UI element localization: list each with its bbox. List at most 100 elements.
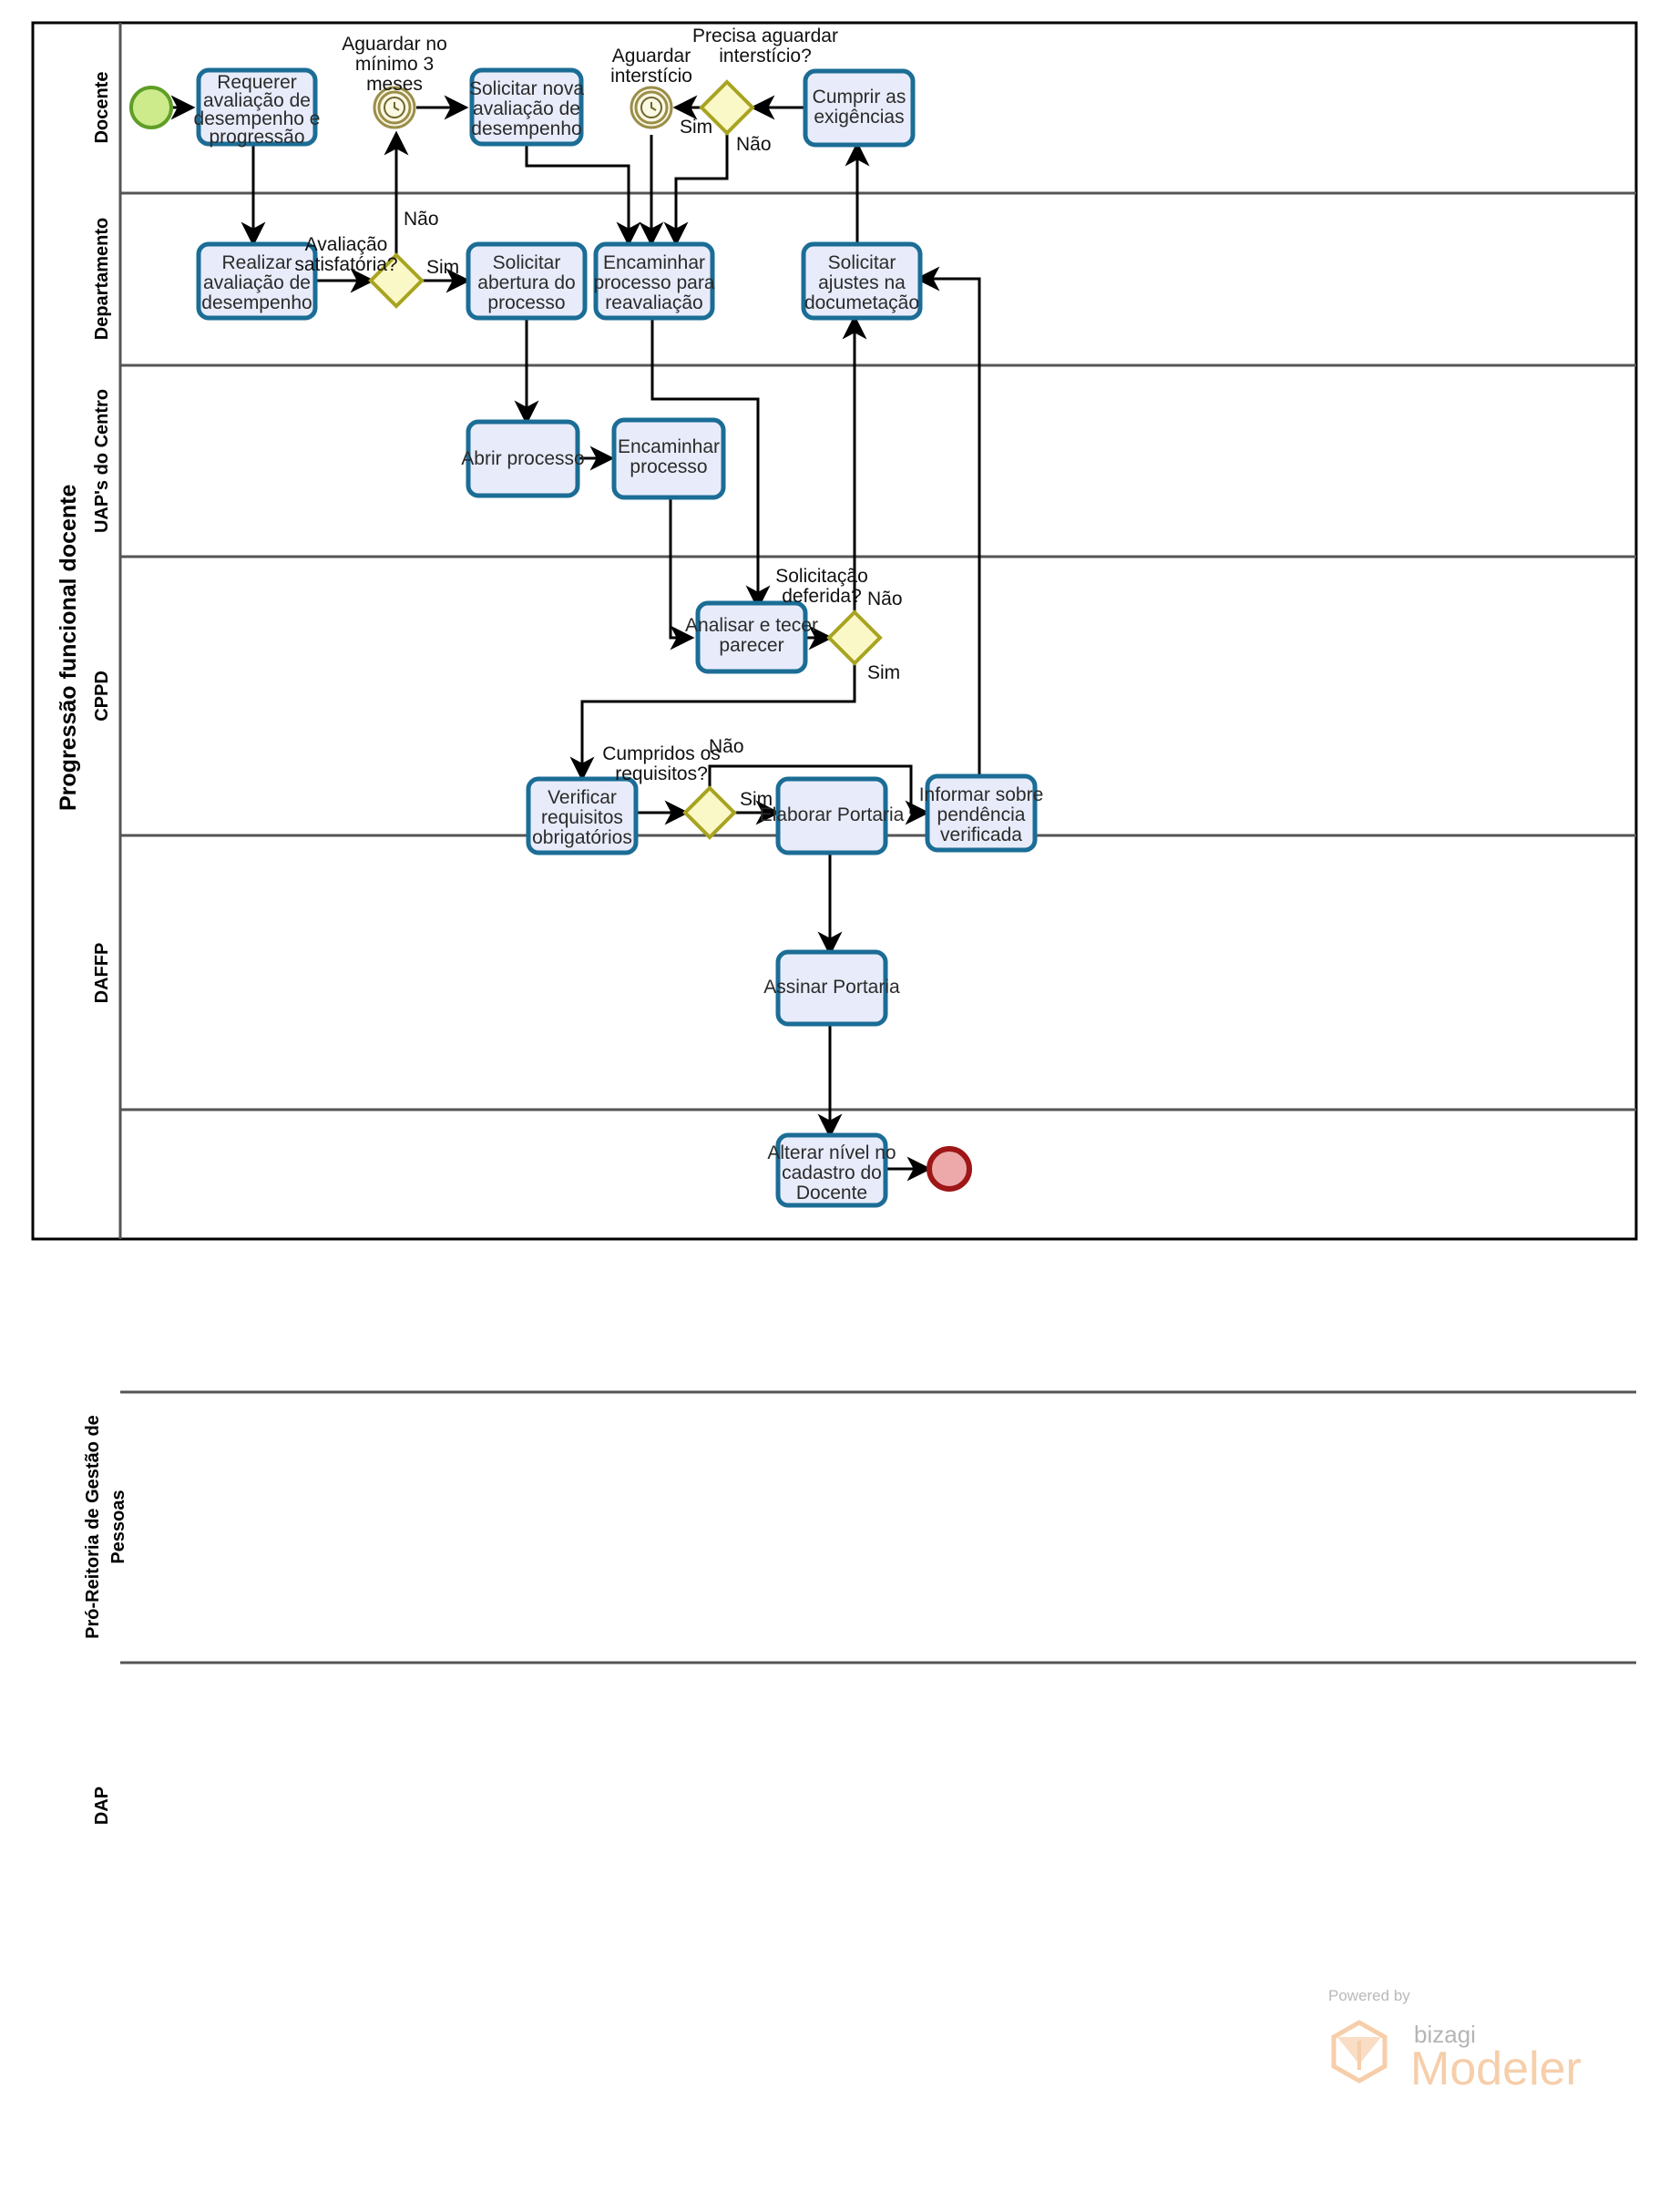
task-solicitar-nova-line2: avaliação de [473, 98, 580, 119]
flow-label-deferida-sim: Sim [867, 662, 900, 683]
timer-intersticio-label-line2: interstício [610, 66, 692, 87]
task-encaminhar-reavaliacao[interactable]: Encaminhar processo para reavaliação [593, 241, 715, 321]
lane-label-progep: Pró-Reitoria de Gestão de Pessoas [83, 1415, 128, 1639]
task-solicitar-ajustes-line3: documetação [804, 292, 919, 313]
flow-label-deferida-nao: Não [867, 589, 903, 609]
gateway-precisa-aguardar-intersticio[interactable] [699, 79, 755, 136]
gateway-solicitacao-deferida[interactable] [826, 609, 883, 666]
task-informar-line2: pendência [937, 804, 1026, 825]
lane-label-docente: Docente [92, 72, 112, 144]
gw-avaliacao-label-line1: Avaliação [305, 234, 388, 255]
end-event[interactable] [927, 1146, 972, 1192]
flow-informar-to-solicitar-ajustes [915, 266, 981, 776]
task-solicitar-nova-avaliacao[interactable]: Solicitar nova avaliação de desempenho [469, 67, 584, 147]
task-solicitar-abertura-line1: Solicitar [493, 252, 561, 273]
task-solicitar-ajustes-line2: ajustes na [818, 272, 906, 293]
task-elaborar-portaria-line1: Elaborar Portaria [760, 804, 905, 825]
task-realizar-line2: avaliação de [203, 272, 311, 293]
task-analisar-tecer-parecer[interactable]: Analisar e tecer parecer [685, 600, 818, 674]
task-encaminhar-reav-line1: Encaminhar [603, 252, 705, 273]
flow-label-avaliacao-sim: Sim [426, 257, 459, 278]
gw-deferida-label-line1: Solicitação [775, 566, 868, 587]
modeler-wordmark: Modeler [1410, 2043, 1582, 2095]
task-encaminhar-reav-line3: reavaliação [605, 292, 702, 313]
task-requerer-avaliacao-line2: avaliação de [203, 90, 311, 111]
gw-requisitos-label-line2: requisitos? [615, 763, 708, 784]
timer-3-meses-label: Aguardar no mínimo 3 meses [342, 34, 447, 95]
bizagi-modeler-watermark: Powered by bizagi Modeler [1328, 1987, 1582, 2095]
task-verificar-line3: obrigatórios [532, 827, 632, 848]
gateway-solicitacao-deferida-label: Solicitação deferida? [775, 566, 868, 607]
task-solicitar-abertura-line3: processo [487, 292, 565, 313]
task-solicitar-nova-line1: Solicitar nova [469, 78, 584, 99]
task-encaminhar-processo-line1: Encaminhar [618, 436, 720, 457]
flow-label-intersticio-sim: Sim [680, 117, 712, 138]
task-elaborar-portaria[interactable]: Elaborar Portaria [760, 776, 905, 855]
task-alterar-line2: cadastro do [782, 1162, 882, 1183]
gw-deferida-label-line2: deferida? [782, 586, 862, 607]
task-informar-line3: verificada [940, 824, 1022, 845]
flow-label-avaliacao-nao: Não [404, 209, 439, 230]
pool-title: Progressão funcional docente [56, 484, 81, 811]
task-assinar-portaria[interactable]: Assinar Portaria [763, 949, 900, 1027]
task-encaminhar-processo-line2: processo [630, 456, 707, 477]
task-encaminhar-processo[interactable]: Encaminhar processo [611, 417, 726, 500]
timer-intermediate-event-3-meses[interactable] [373, 86, 416, 129]
flow-gw-intersticio-nao [663, 133, 729, 247]
flow-solicitar-nova-to-encaminhar-reav [525, 144, 641, 247]
timer-intermediate-event-intersticio[interactable] [630, 86, 673, 129]
task-informar-pendencia[interactable]: Informar sobre pendência verificada [919, 773, 1044, 853]
task-alterar-line3: Docente [796, 1183, 867, 1203]
gateway-avaliacao-satisfatoria-label: Avaliação satisfatória? [294, 234, 397, 275]
sequence-flows [169, 95, 981, 1182]
task-solicitar-ajustes-documentacao[interactable]: Solicitar ajustes na documetação [801, 241, 923, 321]
gw-intersticio-label-line1: Precisa aguardar [692, 26, 838, 46]
bizagi-wordmark: bizagi [1414, 2021, 1476, 2048]
flow-label-requisitos-nao: Não [709, 736, 744, 757]
task-solicitar-abertura-processo[interactable]: Solicitar abertura do processo [466, 241, 588, 321]
gw-requisitos-label-line1: Cumpridos os [602, 743, 721, 764]
lane-label-departamento: Departamento [92, 218, 112, 340]
gw-avaliacao-label-line2: satisfatória? [294, 254, 397, 275]
flow-gw-deferida-sim [569, 663, 856, 782]
gateway-avaliacao-satisfatoria[interactable] [368, 252, 425, 309]
gateway-precisa-intersticio-label: Precisa aguardar interstício? [692, 26, 838, 67]
task-realizar-line3: desempenho [201, 292, 312, 313]
task-requerer-avaliacao-line1: Requerer [217, 72, 297, 93]
bizagi-hexagon-icon [1331, 2020, 1387, 2084]
flow-label-intersticio-nao: Não [736, 134, 772, 155]
task-realizar-line1: Realizar [221, 252, 292, 273]
gw-intersticio-label-line2: interstício? [719, 46, 812, 67]
flow-label-requisitos-sim: Sim [740, 789, 773, 810]
task-cumprir-exigencias[interactable]: Cumprir as exigências [803, 68, 916, 148]
powered-by-label: Powered by [1328, 1987, 1410, 2004]
flow-encaminhar-reav-to-analisar [650, 319, 771, 610]
task-alterar-line1: Alterar nível no [767, 1142, 896, 1163]
timer-3-meses-label-line2: mínimo 3 [355, 54, 434, 75]
task-assinar-portaria-line1: Assinar Portaria [763, 977, 900, 998]
lane-label-cppd: CPPD [92, 671, 112, 722]
task-realizar-avaliacao[interactable]: Realizar avaliação de desempenho [196, 241, 318, 321]
gateway-cumpridos-requisitos[interactable] [682, 785, 737, 840]
task-analisar-line2: parecer [719, 635, 783, 656]
task-analisar-line1: Analisar e tecer [685, 615, 818, 636]
task-solicitar-abertura-line2: abertura do [477, 272, 575, 293]
timer-intersticio-label-line1: Aguardar [612, 46, 691, 67]
task-solicitar-ajustes-line1: Solicitar [828, 252, 896, 273]
flow-gw-requisitos-nao [708, 764, 930, 825]
task-requerer-avaliacao[interactable]: Requerer avaliação de desempenho e progr… [194, 67, 321, 148]
timer-intersticio-label: Aguardar interstício [610, 46, 692, 87]
task-verificar-line2: requisitos [541, 807, 623, 828]
timer-3-meses-label-line3: meses [366, 74, 423, 95]
task-abrir-processo-line1: Abrir processo [461, 448, 584, 469]
task-abrir-processo[interactable]: Abrir processo [461, 419, 585, 498]
task-verificar-line1: Verificar [548, 787, 617, 808]
task-solicitar-nova-line3: desempenho [471, 118, 581, 139]
task-alterar-nivel-cadastro[interactable]: Alterar nível no cadastro do Docente [767, 1132, 896, 1208]
lane-label-dap: DAP [92, 1787, 112, 1825]
timer-3-meses-label-line1: Aguardar no [342, 34, 447, 55]
start-event[interactable] [129, 86, 173, 129]
task-encaminhar-reav-line2: processo para [593, 272, 714, 293]
task-verificar-requisitos[interactable]: Verificar requisitos obrigatórios [526, 776, 639, 855]
